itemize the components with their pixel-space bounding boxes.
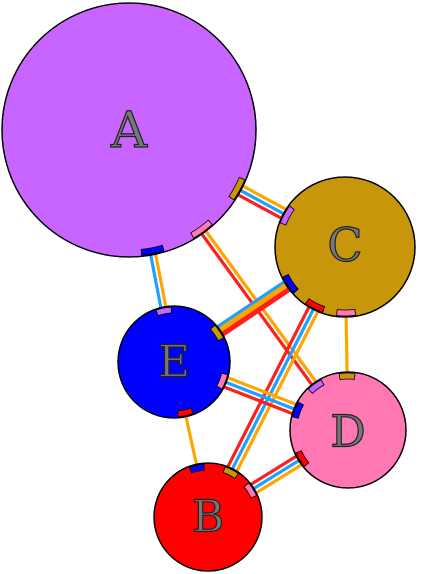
rim-marker — [292, 401, 305, 419]
rim-marker — [155, 306, 172, 317]
edge-e-d — [220, 374, 301, 417]
rim-marker — [295, 450, 310, 468]
edge-strand — [220, 384, 297, 417]
node-b[interactable] — [153, 462, 263, 572]
node-outline — [289, 371, 407, 489]
rim-marker — [279, 205, 295, 226]
edge-strand — [216, 282, 292, 335]
edge-strand — [234, 191, 286, 222]
node-c[interactable] — [274, 176, 416, 318]
edge-strand — [153, 249, 169, 311]
node-d[interactable] — [289, 371, 407, 489]
edge-strand — [213, 278, 289, 331]
node-outline — [117, 305, 231, 419]
node-outline — [1, 2, 257, 258]
edge-strand — [238, 182, 291, 213]
node-e[interactable] — [117, 305, 231, 419]
edge-c-d — [344, 312, 349, 377]
rim-marker — [140, 244, 165, 256]
edge-strand — [217, 284, 293, 337]
rim-marker — [189, 463, 205, 474]
edge-strand — [236, 187, 288, 217]
rim-marker — [282, 273, 299, 294]
rim-marker — [338, 372, 356, 381]
node-label-e: E — [158, 337, 190, 388]
rim-marker — [209, 324, 225, 342]
rim-marker — [190, 219, 213, 239]
edge-strand — [233, 307, 322, 476]
node-label-c: C — [327, 218, 362, 272]
edge-d-b — [246, 452, 306, 497]
rim-marker — [216, 372, 229, 390]
rim-marker — [304, 298, 326, 313]
edge-strand — [229, 305, 317, 474]
labels-layer: A C E D B — [109, 100, 366, 543]
edge-a-c — [234, 182, 291, 222]
edge-c-b — [224, 302, 322, 476]
edge-e-c — [213, 278, 294, 339]
edge-strand — [344, 312, 349, 377]
edge-strand — [219, 286, 294, 339]
rim-marker — [177, 407, 194, 418]
edge-strand — [252, 461, 306, 497]
rim-marker — [307, 379, 325, 394]
edge-a-e — [148, 249, 169, 312]
edge-strand — [214, 280, 290, 333]
rim-marker — [336, 308, 357, 317]
edge-strand — [249, 457, 303, 492]
edge-strand — [183, 412, 199, 469]
edges-layer — [148, 182, 349, 497]
rim-marker — [243, 482, 258, 499]
edge-strand — [221, 379, 299, 412]
rim-marker — [228, 176, 246, 201]
edge-c-e — [214, 280, 293, 337]
edge-strand — [223, 374, 301, 408]
edge-strand — [224, 302, 313, 471]
node-label-d: D — [330, 407, 365, 458]
edge-e-b — [183, 412, 199, 469]
node-outline — [153, 462, 263, 572]
node-a[interactable] — [1, 2, 257, 258]
rim-marker — [222, 466, 239, 480]
edge-strand — [148, 250, 164, 312]
node-outline — [274, 176, 416, 318]
node-label-a: A — [110, 101, 148, 159]
edge-strand — [246, 452, 301, 488]
node-label-b: B — [192, 492, 224, 543]
nodes-layer — [1, 2, 416, 572]
